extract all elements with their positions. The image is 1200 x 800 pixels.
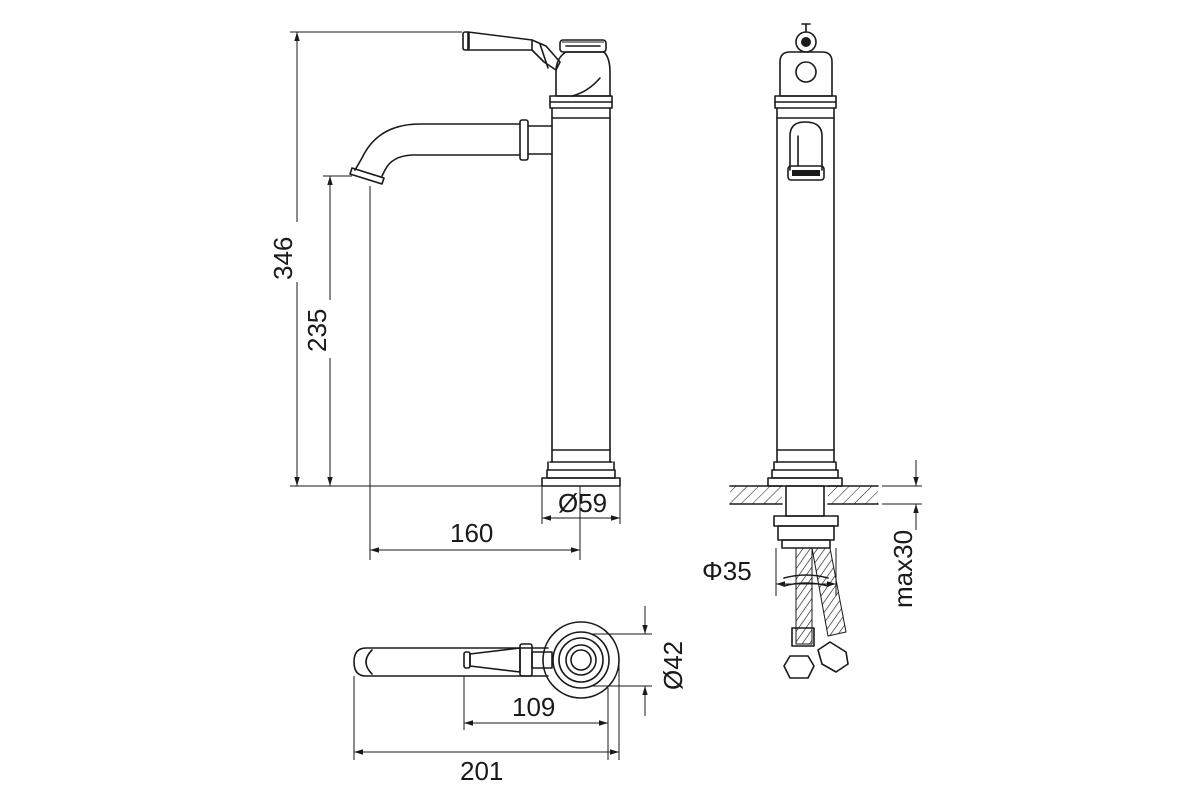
flexible-hoses <box>783 547 849 679</box>
reach-label: 160 <box>450 518 493 548</box>
base-flange <box>541 461 621 487</box>
top-dimensions: Ø42 109 201 <box>353 606 688 786</box>
height-total-label: 346 <box>268 237 298 280</box>
front-base-flange <box>767 477 843 487</box>
front-head <box>779 23 833 97</box>
faucet-column <box>551 107 611 463</box>
height-spout-label: 235 <box>302 309 332 352</box>
front-spout <box>787 121 825 181</box>
overall-length-label: 201 <box>460 756 503 786</box>
deck-thickness-label: max30 <box>888 530 918 608</box>
top-view <box>353 621 620 699</box>
top-spout <box>353 647 549 677</box>
lever-handle <box>462 31 561 71</box>
hose-diameter-label: Φ35 <box>702 556 752 586</box>
base-diameter-label: Ø59 <box>558 488 607 518</box>
top-collar <box>549 95 613 109</box>
front-column <box>774 95 837 463</box>
side-view <box>349 31 621 487</box>
spout <box>349 119 553 185</box>
front-view <box>729 23 879 679</box>
front-dimensions: max30 Φ35 <box>702 460 922 608</box>
side-dimensions: 346 235 160 Ø59 <box>268 31 621 560</box>
body-diameter-label: Ø42 <box>658 641 688 690</box>
mounting-deck <box>729 485 879 505</box>
handle-offset-label: 109 <box>512 692 555 722</box>
cartridge-head <box>555 39 611 97</box>
top-body-rings <box>542 621 620 699</box>
top-lever <box>463 643 553 677</box>
